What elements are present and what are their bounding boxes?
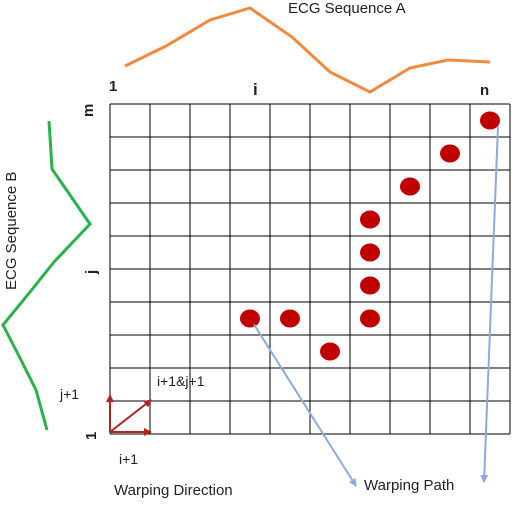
warping-path-dot <box>360 309 380 328</box>
left-index-m: m <box>80 103 97 117</box>
warping-path-pointer-end <box>480 126 499 483</box>
cost-matrix-grid <box>109 103 511 435</box>
direction-up-label: j+1 <box>60 386 80 402</box>
ecg-sequence-b-curve <box>1 120 92 431</box>
direction-right-label: i+1 <box>119 451 139 467</box>
warping-path-dots <box>240 111 500 361</box>
warping-path-dot <box>240 309 260 328</box>
sequence-a-title: ECG Sequence A <box>288 0 406 17</box>
warping-direction-arrows <box>106 394 152 436</box>
left-index-j: j <box>83 269 100 274</box>
warping-path-pointers <box>253 126 499 487</box>
top-index-n: n <box>480 82 490 99</box>
warping-path-pointer-start <box>253 323 357 487</box>
warping-path-dot <box>400 177 420 196</box>
warping-path-dot <box>440 144 460 163</box>
warping-path-dot <box>360 276 380 295</box>
left-index-start: 1 <box>83 431 100 440</box>
top-index-i: i <box>253 80 258 99</box>
warping-path-caption: Warping Path <box>364 477 455 494</box>
warping-direction-caption: Warping Direction <box>114 482 233 499</box>
top-index-start: 1 <box>109 78 118 95</box>
direction-diagonal-label: i+1&j+1 <box>157 373 205 389</box>
ecg-sequence-a-curve <box>124 6 491 94</box>
warping-path-dot <box>360 210 380 229</box>
warping-path-dot <box>320 342 340 361</box>
warping-path-dot <box>480 111 500 130</box>
sequence-b-title: ECG Sequence B <box>3 171 20 290</box>
warping-path-dot <box>360 243 380 262</box>
arrow-diagonal <box>109 399 152 433</box>
warping-path-dot <box>280 309 300 328</box>
